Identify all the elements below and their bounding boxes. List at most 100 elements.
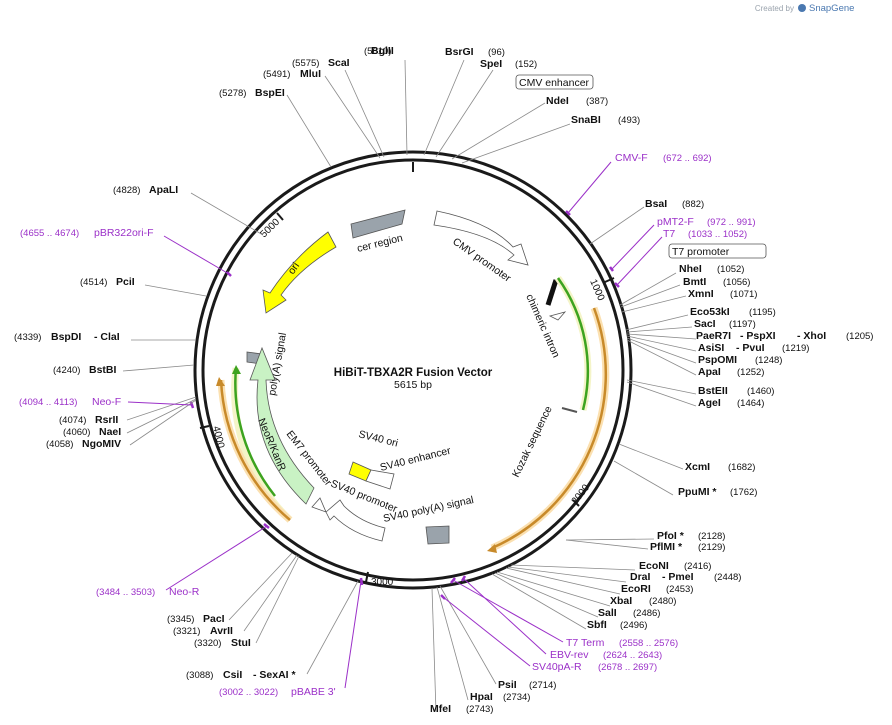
chimeric-intron-arrow xyxy=(548,311,567,321)
site-pos-spei: (152) xyxy=(515,59,537,70)
site-pos-hpai: (2734) xyxy=(503,692,530,703)
site-xbai[interactable]: XbaI xyxy=(610,595,632,607)
site-bsrgi[interactable]: BsrGI xyxy=(445,46,474,58)
sv40-promoter-feature[interactable] xyxy=(325,499,386,542)
site-bmti[interactable]: BmtI xyxy=(683,276,706,288)
site-rsrii[interactable]: RsrII xyxy=(95,414,118,426)
site-hpai[interactable]: HpaI xyxy=(470,691,493,703)
site-ecori[interactable]: EcoRI xyxy=(621,583,651,595)
site-pspomi[interactable]: PspOMI xyxy=(698,354,737,366)
primer-neo-r[interactable]: Neo-R xyxy=(169,586,200,598)
green-arc-halo xyxy=(555,275,592,411)
site-pcii[interactable]: PciI xyxy=(116,276,135,288)
primer-labels: CMV-F (672 .. 692) pMT2-F (972 .. 991) T… xyxy=(19,152,756,698)
site-scai[interactable]: ScaI xyxy=(328,57,350,69)
site-agei[interactable]: AgeI xyxy=(698,397,721,409)
site-mlui[interactable]: MluI xyxy=(300,68,321,80)
chimeric-intron-feature[interactable] xyxy=(545,279,559,306)
site-xhoi[interactable]: - XhoI xyxy=(797,330,826,342)
site-eco53ki[interactable]: Eco53kI xyxy=(690,306,730,318)
site-snabi[interactable]: SnaBI xyxy=(571,114,601,126)
site-bglii[interactable]: BglII xyxy=(371,45,394,57)
sv40-polya-feature[interactable] xyxy=(425,525,450,545)
hibit-orf-green-arc[interactable] xyxy=(556,277,590,411)
site-stui[interactable]: StuI xyxy=(231,637,251,649)
cer-region-feature[interactable] xyxy=(350,209,406,239)
site-pos-ecori: (2453) xyxy=(666,584,693,595)
site-saci[interactable]: SacI xyxy=(694,318,716,330)
site-pos-eco53ki: (1195) xyxy=(749,307,776,318)
site-naei[interactable]: NaeI xyxy=(99,426,121,438)
site-bsteii[interactable]: BstEII xyxy=(698,385,728,397)
t7-promoter-label[interactable]: T7 promoter xyxy=(672,246,730,258)
site-pspxi[interactable]: - PspXI xyxy=(740,330,776,342)
tick-mark-3000 xyxy=(365,571,369,583)
site-ngomiv[interactable]: NgoMIV xyxy=(82,438,121,450)
primer-t7[interactable]: T7 xyxy=(663,228,675,240)
site-apai[interactable]: ApaI xyxy=(698,366,721,378)
site-pos-mfei: (2743) xyxy=(466,704,493,715)
kozak-feature[interactable] xyxy=(561,407,578,413)
site-drai[interactable]: DraI xyxy=(630,571,651,583)
site-bspei[interactable]: BspEI xyxy=(255,87,285,99)
site-mfei[interactable]: MfeI xyxy=(430,703,451,715)
primer-pbr322ori-f[interactable]: pBR322ori-F xyxy=(94,227,154,239)
site-pos-psii: (2714) xyxy=(529,680,556,691)
primer-pmt2-f[interactable]: pMT2-F xyxy=(657,216,694,228)
site-pos-ppumi: (1762) xyxy=(730,487,757,498)
cmv-enhancer-label[interactable]: CMV enhancer xyxy=(519,77,590,89)
site-pos-pspomi: (1248) xyxy=(755,355,782,366)
cmv-promoter-feature[interactable] xyxy=(433,210,529,266)
neo-orange-arc[interactable] xyxy=(219,379,291,521)
tick-label-5000: 5000 xyxy=(258,216,282,240)
site-paci[interactable]: PacI xyxy=(203,613,225,625)
site-pmei[interactable]: - PmeI xyxy=(662,571,694,583)
site-asisi[interactable]: AsiSI xyxy=(698,342,724,354)
primer-cmv-f[interactable]: CMV-F xyxy=(615,152,648,164)
site-pfoi[interactable]: PfoI * xyxy=(657,530,685,542)
site-psii[interactable]: PsiI xyxy=(498,679,517,691)
primer-t7-term[interactable]: T7 Term xyxy=(566,637,605,649)
tick-label-4000: 4000 xyxy=(210,425,226,450)
site-bsai[interactable]: BsaI xyxy=(645,198,667,210)
site-econi[interactable]: EcoNI xyxy=(639,560,669,572)
site-spei[interactable]: SpeI xyxy=(480,58,502,70)
site-apali[interactable]: ApaLI xyxy=(149,184,178,196)
neor-kanr-feature[interactable] xyxy=(249,346,315,505)
site-sbfi[interactable]: SbfI xyxy=(587,619,607,631)
site-ppumi[interactable]: PpuMI * xyxy=(678,486,717,498)
site-xmni[interactable]: XmnI xyxy=(688,288,714,300)
site-pos-agei: (1464) xyxy=(737,398,764,409)
site-paer7i[interactable]: PaeR7I xyxy=(696,330,731,342)
site-avrii[interactable]: AvrII xyxy=(210,625,233,637)
credit-prefix: Created by xyxy=(755,4,794,13)
site-pos-xcmi: (1682) xyxy=(728,462,755,473)
neo-green-arc[interactable] xyxy=(234,367,276,497)
ori-feature[interactable] xyxy=(262,231,337,314)
site-pos-ngomiv: (4058) xyxy=(46,439,73,450)
site-bspdi[interactable]: BspDI xyxy=(51,331,81,343)
site-csii[interactable]: CsiI xyxy=(223,669,242,681)
site-sali[interactable]: SalI xyxy=(598,607,617,619)
tick-mark-4000 xyxy=(199,425,210,429)
primer-neo-f[interactable]: Neo-F xyxy=(92,396,121,408)
primer-sv40pa-r[interactable]: SV40pA-R xyxy=(532,661,582,673)
primer-pbabe3[interactable]: pBABE 3' xyxy=(291,686,336,698)
site-sexai[interactable]: - SexAI * xyxy=(253,669,297,681)
em7-promoter-feature[interactable] xyxy=(311,497,327,513)
site-nhei[interactable]: NheI xyxy=(679,263,702,275)
site-bstbi[interactable]: BstBI xyxy=(89,364,117,376)
site-xcmi[interactable]: XcmI xyxy=(685,461,710,473)
primer-range-neo-r: (3484 .. 3503) xyxy=(96,587,155,598)
site-clai[interactable]: - ClaI xyxy=(94,331,120,343)
site-pos-bsai: (882) xyxy=(682,199,704,210)
site-pos-rsrii: (4074) xyxy=(59,415,86,426)
site-pflmi[interactable]: PflMI * xyxy=(650,541,683,553)
primer-ebv-rev[interactable]: EBV-rev xyxy=(550,649,589,661)
tbxa2r-orf-orange-arc[interactable] xyxy=(491,307,608,550)
site-ndei[interactable]: NdeI xyxy=(546,95,569,107)
sv40-enhancer-feature[interactable] xyxy=(365,469,395,490)
site-pvui[interactable]: - PvuI xyxy=(736,342,765,354)
site-pos-stui: (3320) xyxy=(194,638,221,649)
